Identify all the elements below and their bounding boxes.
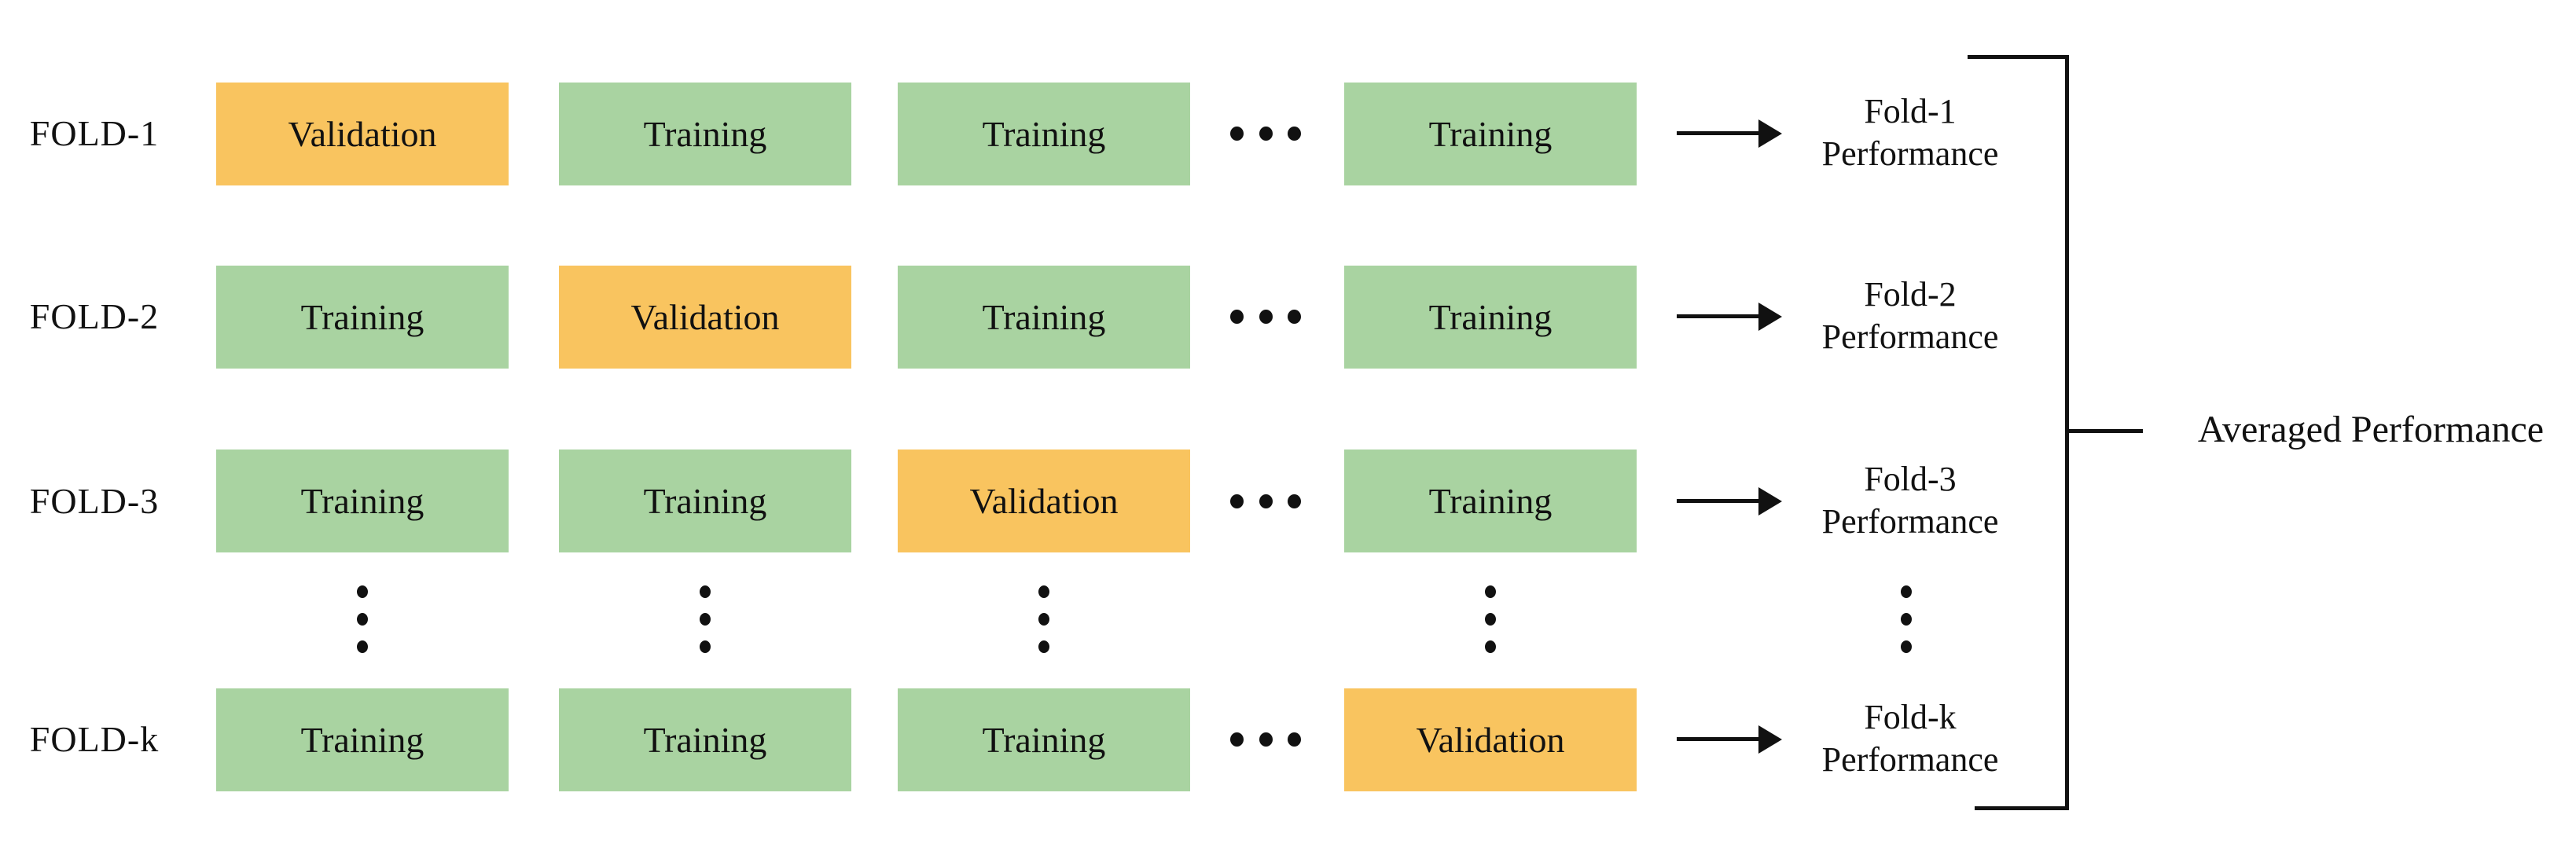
performance-label-line2: Performance [1821,134,1999,173]
validation-box: Validation [559,266,851,369]
fold-row-label: FOLD-1 [29,113,160,153]
vertical-ellipsis-icon [1484,585,1497,653]
performance-label-line1: Fold-k [1864,698,1957,736]
training-box: Training [216,266,509,369]
performance-label-line2: Performance [1821,502,1999,541]
training-box: Training [1344,450,1637,552]
performance-label: Fold-3 Performance [1792,458,2028,545]
training-box: Training [216,450,509,552]
training-box: Training [1344,266,1637,369]
arrow-right-icon [1677,486,1782,517]
training-box: Training [559,450,851,552]
vertical-ellipsis-icon [356,585,369,653]
bracket-bottom-stub [1975,806,2069,810]
vertical-ellipsis-icon [699,585,711,653]
arrow-right-icon [1677,118,1782,149]
bracket-middle-tick [2065,429,2143,433]
vertical-ellipsis-icon [1038,585,1050,653]
training-box: Training [1344,83,1637,185]
horizontal-ellipsis-icon [1230,494,1301,508]
arrow-right-icon [1677,724,1782,755]
performance-label-line2: Performance [1821,317,1999,356]
training-box: Training [559,83,851,185]
performance-label-line1: Fold-3 [1864,460,1957,498]
horizontal-ellipsis-icon [1230,127,1301,141]
vertical-ellipsis-icon [1900,585,1913,653]
training-box: Training [898,83,1190,185]
fold-row-label: FOLD-3 [29,481,160,521]
fold-row-label: FOLD-k [29,719,160,759]
performance-label-line2: Performance [1821,740,1999,779]
performance-label: Fold-2 Performance [1792,273,2028,360]
training-box: Training [898,688,1190,791]
performance-label: Fold-1 Performance [1792,90,2028,177]
fold-row-label: FOLD-2 [29,296,160,336]
performance-label: Fold-k Performance [1792,696,2028,783]
performance-label-line1: Fold-1 [1864,92,1957,130]
training-box: Training [559,688,851,791]
arrow-right-icon [1677,301,1782,332]
validation-box: Validation [1344,688,1637,791]
horizontal-ellipsis-icon [1230,732,1301,747]
validation-box: Validation [898,450,1190,552]
averaged-performance-label: Averaged Performance [2197,409,2545,450]
validation-box: Validation [216,83,509,185]
bracket-top-stub [1968,55,2069,59]
training-box: Training [898,266,1190,369]
training-box: Training [216,688,509,791]
horizontal-ellipsis-icon [1230,310,1301,324]
performance-label-line1: Fold-2 [1864,275,1957,314]
